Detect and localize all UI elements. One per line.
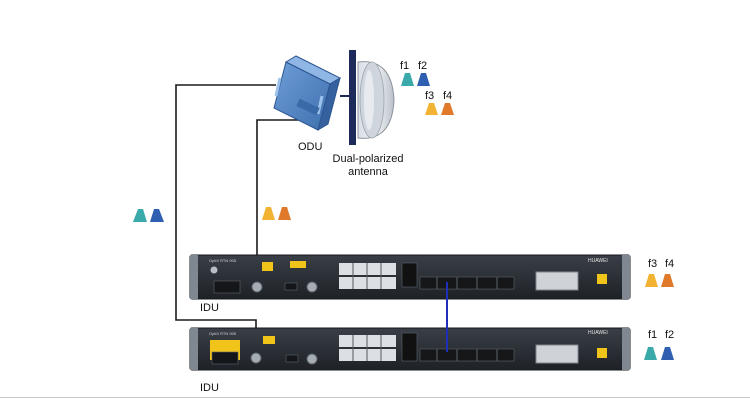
frequency-trapezoid-icon-f3-mid: [262, 207, 275, 220]
dish-antenna-icon: [349, 50, 395, 145]
vendor-logo-top: HUAWEI: [588, 258, 608, 264]
cable-idu-bottom-to-odu: [175, 84, 276, 355]
model-text-bottom: OptiX RTN 905: [209, 331, 237, 336]
frequency-trapezoid-icon-f1-right: [644, 347, 657, 360]
freq-group-right-f3f4: [645, 274, 674, 287]
freq-label-f1-right: f1: [648, 329, 658, 341]
frequency-trapezoid-icon-f3: [425, 103, 438, 115]
odu-unit-icon: [273, 55, 342, 132]
model-text-top: OptiX RTN 905: [209, 258, 237, 263]
idu-label-bottom: IDU: [200, 382, 219, 394]
frequency-trapezoid-icon-f4-right: [661, 274, 674, 287]
freq-label-f4-antenna: f4: [443, 90, 453, 102]
bottom-divider: [0, 397, 750, 398]
freq-group-right-f1f2: [644, 347, 674, 360]
freq-label-f2-right: f2: [665, 329, 675, 341]
freq-label-f1-antenna: f1: [400, 60, 410, 72]
freq-group-left-f1f2: [133, 209, 164, 222]
frequency-trapezoid-icon-f1: [401, 73, 414, 86]
idu-label-top: IDU: [200, 302, 219, 314]
vendor-logo-bottom: HUAWEI: [588, 330, 608, 336]
frequency-trapezoid-icon-f2-left: [150, 209, 164, 222]
antenna-label-line2: antenna: [348, 166, 388, 178]
cable-idu-top-to-odu: [256, 119, 300, 285]
freq-group-antenna-f1f2: [401, 73, 430, 86]
frequency-trapezoid-icon-f4: [441, 103, 454, 115]
frequency-trapezoid-icon-f2: [417, 73, 430, 86]
rack-chassis-icon-top: HUAWEI OptiX RTN 905: [189, 254, 631, 300]
antenna-label-line1: Dual-polarized: [332, 153, 404, 165]
frequency-trapezoid-icon-f2-right: [661, 347, 674, 360]
frequency-trapezoid-icon-f3-right: [645, 274, 658, 287]
rack-chassis-icon-bottom: HUAWEI OptiX RTN 905: [189, 327, 631, 371]
frequency-trapezoid-icon-f1-left: [133, 209, 147, 222]
freq-label-f4-right: f4: [665, 258, 675, 270]
freq-label-f3-antenna: f3: [425, 90, 435, 102]
odu-label: ODU: [298, 141, 323, 153]
freq-label-f3-right: f3: [648, 258, 658, 270]
freq-group-mid-f3f4: [262, 207, 291, 220]
freq-label-f2-antenna: f2: [418, 60, 428, 72]
freq-group-antenna-f3f4: [425, 103, 454, 115]
frequency-trapezoid-icon-f4-mid: [278, 207, 291, 220]
